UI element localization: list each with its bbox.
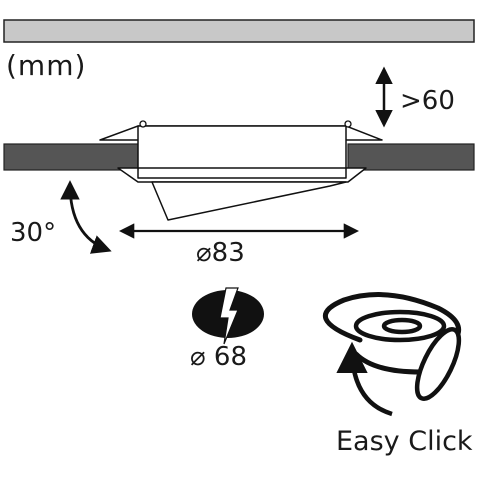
fixture-screw-right xyxy=(344,120,352,128)
fixture-housing xyxy=(99,125,383,221)
lightning-hole-icon xyxy=(192,287,264,345)
fixture-screw-left xyxy=(139,120,147,128)
diameter-label: ⌀83 xyxy=(196,238,245,268)
panel-right xyxy=(347,143,475,171)
cutout-label: ⌀ 68 xyxy=(190,342,248,372)
easy-click-arrow-icon xyxy=(336,341,393,417)
unit-label: (mm) xyxy=(6,49,87,82)
easy-click-label: Easy Click xyxy=(336,426,473,457)
tilt-label: 30° xyxy=(10,218,57,248)
tilt-arrow-icon xyxy=(60,180,112,254)
easy-click-ring-icon xyxy=(322,292,462,401)
depth-label: >60 xyxy=(400,86,455,116)
ceiling-slab xyxy=(3,19,475,43)
panel-left xyxy=(3,143,139,171)
